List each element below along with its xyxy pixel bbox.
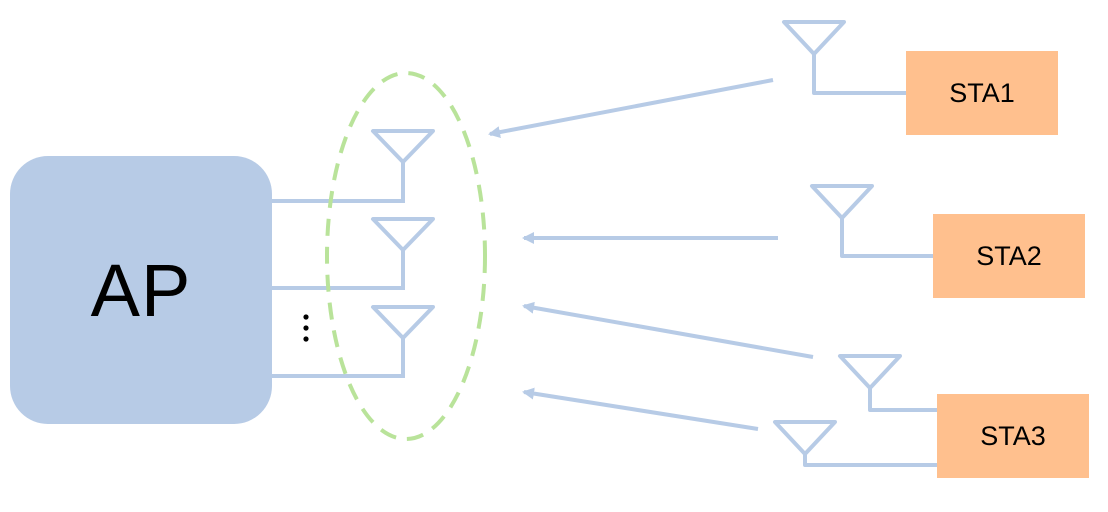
feed-line-2: [272, 250, 405, 290]
sta2-feed-line: [840, 218, 933, 258]
ap-feed-lines: [272, 162, 405, 378]
antenna-icon: [371, 305, 435, 340]
station-box-sta1: STA1: [906, 51, 1058, 135]
arrow-icon: [522, 301, 814, 359]
antenna-icon: [371, 129, 435, 164]
sta3-feed-line-lower: [803, 454, 937, 467]
antenna-icon: [782, 20, 846, 56]
arrow-icon: [522, 387, 759, 431]
arrow-icon: [488, 78, 774, 139]
antenna-icon: [810, 184, 874, 220]
sta-antennas: [773, 20, 937, 467]
station-box-sta2: STA2: [933, 214, 1085, 298]
station-label: STA3: [980, 420, 1046, 451]
feed-line-3: [272, 338, 405, 378]
ap-antennas: [371, 129, 435, 340]
ap-label: AP: [90, 248, 192, 332]
vertical-ellipsis-icon: [303, 314, 309, 342]
station-label: STA1: [949, 77, 1015, 108]
antenna-icon: [773, 420, 837, 456]
station-box-sta3: STA3: [937, 394, 1089, 478]
uplink-arrows: [488, 78, 814, 431]
antenna-group-outline: [325, 71, 487, 441]
antenna-icon: [371, 217, 435, 252]
sta3-feed-line-upper: [868, 388, 937, 412]
access-point-box: AP: [10, 156, 272, 424]
antenna-icon: [838, 354, 902, 390]
feed-line-1: [272, 162, 405, 203]
station-label: STA2: [976, 240, 1042, 271]
sta1-feed-line: [812, 54, 906, 95]
